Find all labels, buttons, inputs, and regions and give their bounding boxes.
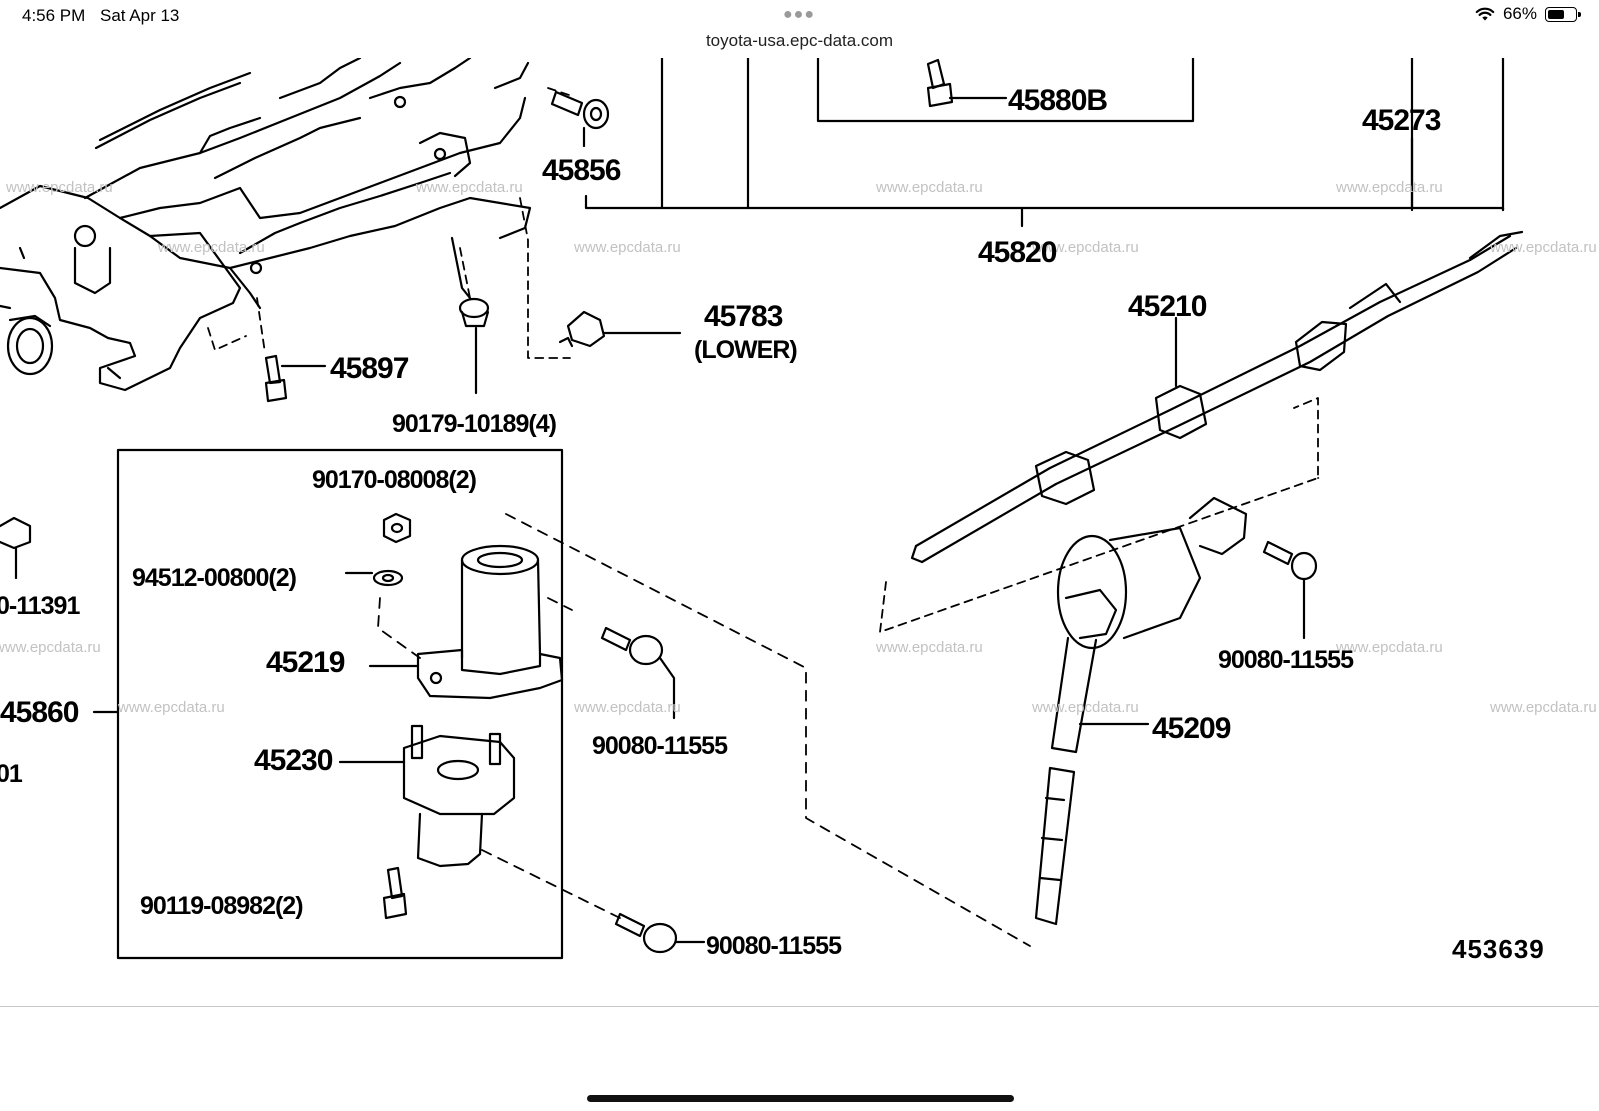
watermark-4: www.epcdata.ru xyxy=(1335,179,1443,196)
washer-94512 xyxy=(344,569,404,587)
label-90179: 90179-10189(4) xyxy=(392,410,557,438)
label-01: 01 xyxy=(0,760,23,788)
label-90080-middle: 90080-11555 xyxy=(592,732,728,760)
status-date: Sat Apr 13 xyxy=(100,6,180,25)
bracket-guides xyxy=(207,87,573,359)
watermark-2: www.epcdata.ru xyxy=(415,179,523,196)
home-indicator[interactable] xyxy=(587,1095,1014,1102)
watermark-14: www.epcdata.ru xyxy=(1031,699,1139,716)
part-45219 xyxy=(368,544,564,700)
status-bar: 4:56 PM Sat Apr 13 ●●● 66% xyxy=(0,0,1599,30)
nut-90170 xyxy=(382,512,412,544)
watermark-13: www.epcdata.ru xyxy=(573,699,681,716)
label-45880B: 45880B xyxy=(1008,84,1107,117)
url-bar[interactable]: toyota-usa.epc-data.com xyxy=(0,30,1599,58)
watermark-8: www.epcdata.ru xyxy=(1489,239,1597,256)
parts-diagram: www.epcdata.ru www.epcdata.ru www.epcdat… xyxy=(0,58,1599,1007)
label-94512: 94512-00800(2) xyxy=(132,564,297,592)
column-bracket xyxy=(0,58,532,392)
bolt-90119 xyxy=(382,866,408,920)
label-45783-note: (LOWER) xyxy=(694,336,797,364)
grommet-90179 xyxy=(458,297,490,395)
watermark-15: www.epcdata.ru xyxy=(1489,699,1597,716)
watermark-7: www.epcdata.ru xyxy=(1031,239,1139,256)
more-dots-icon[interactable]: ●●● xyxy=(783,6,815,23)
wifi-icon xyxy=(1475,7,1495,21)
battery-percent: 66% xyxy=(1502,4,1537,23)
watermark-11: www.epcdata.ru xyxy=(1335,639,1443,656)
label-90170: 90170-08008(2) xyxy=(312,466,477,494)
bolt-90080-middle xyxy=(600,626,676,720)
parts-diagram-svg: www.epcdata.ru www.epcdata.ru www.epcdat… xyxy=(0,58,1597,964)
part-45230 xyxy=(338,724,516,868)
label-45230: 45230 xyxy=(254,744,333,777)
label-90080-bottom: 90080-11555 xyxy=(706,932,842,960)
battery-level-fill xyxy=(1548,9,1564,19)
label-90119: 90119-08982(2) xyxy=(140,892,303,920)
watermark-10: www.epcdata.ru xyxy=(875,639,983,656)
box-to-shaft-guides xyxy=(377,513,1031,947)
sensor-45783 xyxy=(558,310,682,348)
bolt-45897 xyxy=(264,354,327,403)
ujoint-45209 xyxy=(1034,496,1248,926)
label-45860: 45860 xyxy=(0,696,79,729)
label-45273: 45273 xyxy=(1362,104,1441,137)
watermark-3: www.epcdata.ru xyxy=(875,179,983,196)
watermark-12: www.epcdata.ru xyxy=(117,699,225,716)
label-45856: 45856 xyxy=(542,154,621,187)
shaft-45210 xyxy=(910,230,1524,564)
assembly-frame-45820 xyxy=(584,58,1505,228)
group-box-45860 xyxy=(116,448,564,960)
diagram-reference-number: 453639 xyxy=(1452,934,1545,964)
bolt-90080-bottom xyxy=(614,912,706,954)
watermarks: www.epcdata.ru www.epcdata.ru www.epcdat… xyxy=(0,179,1597,716)
watermark-1: www.epcdata.ru xyxy=(5,179,113,196)
shaft-guide-box xyxy=(879,397,1319,633)
url-text[interactable]: toyota-usa.epc-data.com xyxy=(705,31,894,50)
label-45219: 45219 xyxy=(266,646,345,679)
nut-left-partial xyxy=(0,516,32,580)
label-45897: 45897 xyxy=(330,352,409,385)
battery-icon xyxy=(1545,6,1581,22)
watermark-9: www.epcdata.ru xyxy=(0,639,101,656)
label-90080-right: 90080-11555 xyxy=(1218,646,1354,674)
label-45209: 45209 xyxy=(1152,712,1231,745)
bolt-45856 xyxy=(550,90,610,148)
status-right-group: 66% xyxy=(1475,4,1581,24)
bolt-90080-right xyxy=(1262,540,1318,640)
label-0-11391: 0-11391 xyxy=(0,592,80,620)
label-45783: 45783 xyxy=(704,300,783,333)
part-labels: 45880B 45273 45856 45820 45210 45783 (LO… xyxy=(0,84,1545,964)
label-45820: 45820 xyxy=(978,236,1057,269)
label-45210: 45210 xyxy=(1128,290,1207,323)
status-time: 4:56 PM xyxy=(22,6,86,25)
battery-nub xyxy=(1578,11,1581,17)
watermark-5: www.epcdata.ru xyxy=(157,239,265,256)
bolt-45880B xyxy=(926,58,1008,108)
watermark-6: www.epcdata.ru xyxy=(573,239,681,256)
